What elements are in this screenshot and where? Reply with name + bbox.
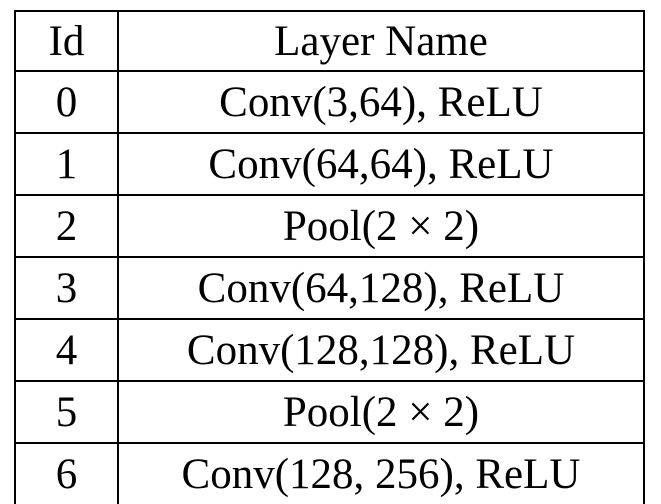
cell-id: 6 xyxy=(14,442,119,504)
cell-layer-name: Conv(64,128), ReLU xyxy=(117,256,645,320)
cell-layer-name: Conv(128,128), ReLU xyxy=(117,318,645,382)
cell-layer-name: Conv(128, 256), ReLU xyxy=(117,442,645,504)
cell-layer-name: Conv(3,64), ReLU xyxy=(117,70,645,134)
cell-layer-name: Conv(64,64), ReLU xyxy=(117,132,645,196)
table-row: 3 Conv(64,128), ReLU xyxy=(14,256,645,320)
cell-id: 3 xyxy=(14,256,119,320)
table-row: 1 Conv(64,64), ReLU xyxy=(14,132,645,196)
cell-id: 4 xyxy=(14,318,119,382)
table-row: 0 Conv(3,64), ReLU xyxy=(14,70,645,134)
cell-layer-name: Pool(2 × 2) xyxy=(117,194,645,258)
cell-id: 1 xyxy=(14,132,119,196)
header-id: Id xyxy=(14,10,119,72)
header-layer-name: Layer Name xyxy=(117,10,645,72)
cell-id: 5 xyxy=(14,380,119,444)
table-row: 6 Conv(128, 256), ReLU xyxy=(14,442,645,504)
table-row: 4 Conv(128,128), ReLU xyxy=(14,318,645,382)
cell-id: 0 xyxy=(14,70,119,134)
cell-id: 2 xyxy=(14,194,119,258)
table-row: 5 Pool(2 × 2) xyxy=(14,380,645,444)
table-header-row: Id Layer Name xyxy=(14,10,645,72)
table-row: 2 Pool(2 × 2) xyxy=(14,194,645,258)
cell-layer-name: Pool(2 × 2) xyxy=(117,380,645,444)
layer-table: Id Layer Name 0 Conv(3,64), ReLU 1 Conv(… xyxy=(14,10,645,504)
